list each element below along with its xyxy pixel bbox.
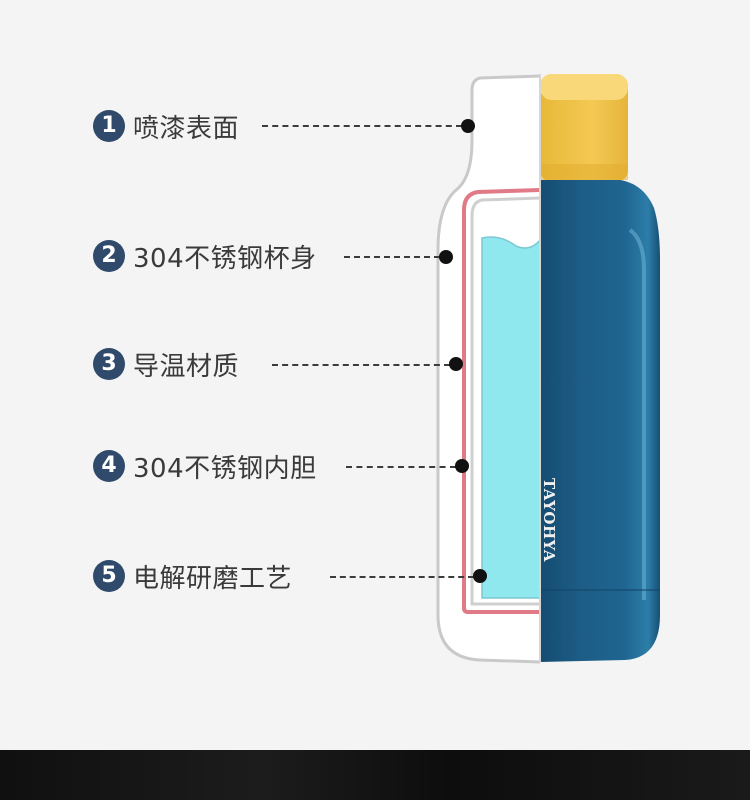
leader-line-3 [272,364,450,366]
number-badge-5: 5 [93,560,125,592]
bottle-cutaway-illustration [436,74,660,664]
pointer-dot-3 [449,357,463,371]
number-badge-4: 4 [93,450,125,482]
pointer-dot-1 [461,119,475,133]
brand-logo: TAYOHYA [540,477,559,563]
liquid [481,236,541,599]
leader-line-5 [330,576,474,578]
pointer-dot-4 [455,459,469,473]
leader-line-1 [262,125,462,127]
label-text-5: 电解研磨工艺 [133,563,293,594]
label-text-1: 喷漆表面 [133,113,240,144]
label-row-5: 5 电解研磨工艺 [93,556,292,596]
product-diagram-canvas: TAYOHYA 1 喷漆表面 2 304不锈钢杯身 3 导温材质 4 304不锈… [93,74,660,664]
number-badge-2: 2 [93,240,125,272]
number-badge-1: 1 [93,110,125,142]
number-badge-3: 3 [93,348,125,380]
bottle-body [540,180,660,662]
label-text-3: 导温材质 [133,351,240,382]
pointer-dot-2 [439,250,453,264]
leader-line-2 [344,256,440,258]
label-text-4: 304不锈钢内胆 [133,453,317,484]
dark-bottom-band [0,750,750,800]
label-row-2: 2 304不锈钢杯身 [93,236,317,276]
label-row-3: 3 导温材质 [93,344,239,384]
leader-line-4 [346,466,456,468]
label-row-4: 4 304不锈钢内胆 [93,446,317,486]
bottle-lid [540,74,628,182]
pointer-dot-5 [473,569,487,583]
inner-wall [462,188,541,614]
label-row-1: 1 喷漆表面 [93,106,239,146]
label-text-2: 304不锈钢杯身 [133,243,317,274]
